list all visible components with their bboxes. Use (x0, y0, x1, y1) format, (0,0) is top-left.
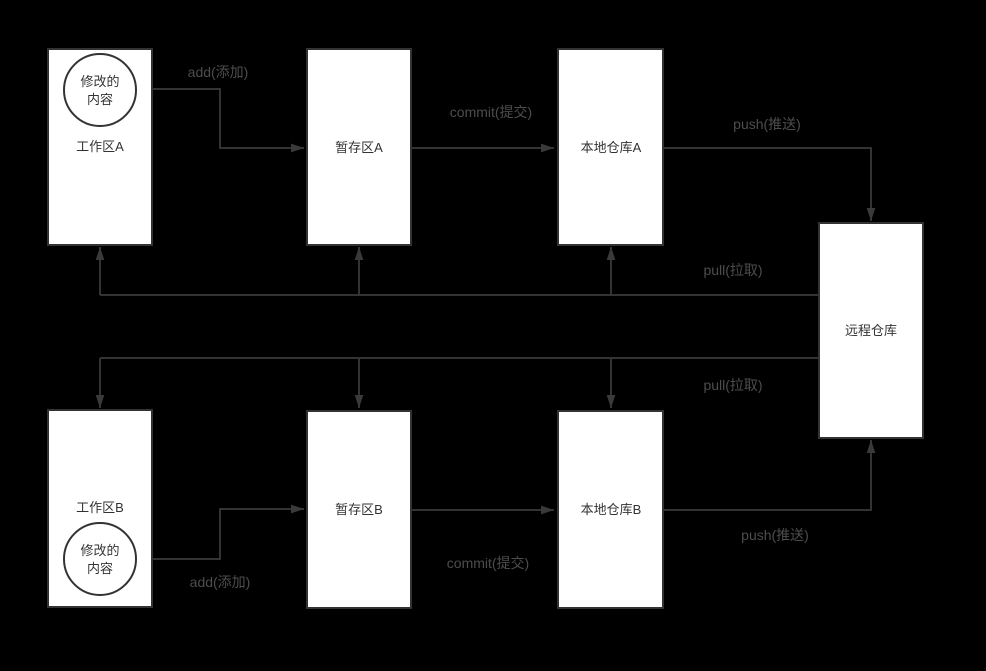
staging-b-box (306, 410, 412, 609)
edge-add-a (136, 88, 304, 153)
modified-content-a-circle (63, 53, 137, 127)
edge-label-commit-a: commit(提交) (450, 104, 532, 120)
edge-label-push-a: push(推送) (733, 116, 801, 132)
node-workspace-a: 工作区A 修改的 内容 (47, 48, 153, 246)
modified-content-a-line1: 修改的 (80, 74, 119, 89)
edge-label-pull-top: pull(拉取) (703, 262, 762, 278)
remote-repo-label: 远程仓库 (845, 323, 897, 338)
node-local-repo-a: 本地仓库A (557, 48, 664, 246)
workspace-b-label: 工作区B (76, 500, 124, 515)
edge-add-b (136, 504, 304, 560)
node-staging-b: 暂存区B (306, 410, 412, 609)
local-repo-a-label: 本地仓库A (581, 140, 642, 155)
edge-push-b (664, 440, 876, 511)
local-repo-a-box (557, 48, 664, 246)
node-staging-a: 暂存区A (306, 48, 412, 246)
remote-repo-box (818, 222, 924, 439)
node-remote-repo: 远程仓库 (818, 222, 924, 439)
modified-content-b-line2: 内容 (87, 561, 113, 576)
modified-content-b-line1: 修改的 (80, 543, 119, 558)
modified-content-b-circle (63, 522, 137, 596)
edge-label-add-a: add(添加) (188, 64, 249, 80)
local-repo-b-box (557, 410, 664, 609)
node-workspace-b: 工作区B 修改的 内容 (47, 409, 153, 608)
modified-content-a-line2: 内容 (87, 92, 113, 107)
workspace-a-label: 工作区A (76, 139, 124, 154)
node-local-repo-b: 本地仓库B (557, 410, 664, 609)
local-repo-b-label: 本地仓库B (581, 502, 642, 517)
staging-a-box (306, 48, 412, 246)
edge-label-pull-bottom: pull(拉取) (703, 377, 762, 393)
staging-b-label: 暂存区B (335, 502, 383, 517)
edge-label-push-b: push(推送) (741, 527, 809, 543)
edge-label-add-b: add(添加) (190, 574, 251, 590)
edge-push-a (664, 147, 876, 221)
edge-label-commit-b: commit(提交) (447, 555, 529, 571)
staging-a-label: 暂存区A (335, 140, 383, 155)
